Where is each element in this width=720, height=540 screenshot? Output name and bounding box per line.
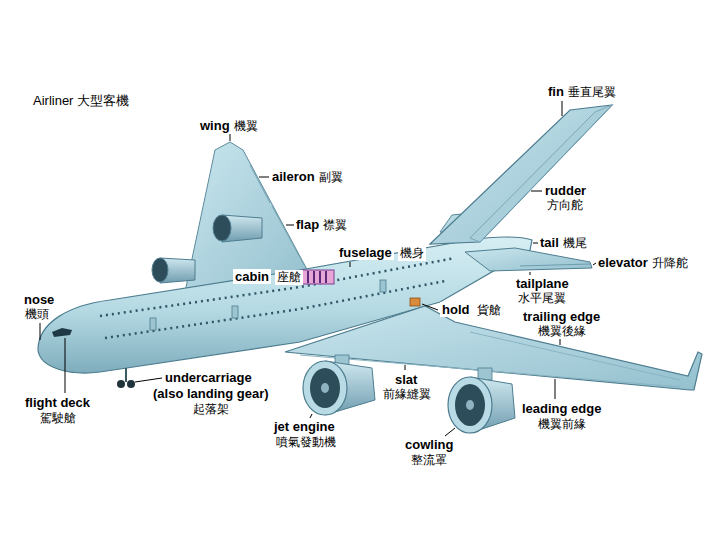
part-name: hold [440,302,471,317]
part-name-chinese: 駕駛艙 [40,411,76,426]
part-name: nose [24,292,54,307]
part-name-chinese: 機身 [398,246,426,261]
leader-line [593,263,596,265]
diagram-title: Airliner 大型客機 [33,93,129,108]
leader-line [259,177,269,178]
part-name-chinese: 方向舵 [547,198,583,213]
cabin-cutaway [302,270,334,284]
elevator-line [520,264,590,266]
hold-cutaway [410,298,420,306]
rudder-surface [470,105,612,242]
leader-line [350,262,351,267]
flap-line [470,332,680,380]
part-name-chinese: 水平尾翼 [518,291,566,306]
door [150,318,156,330]
gear-wheel [117,380,125,388]
leader-line [531,191,542,192]
fin [430,105,612,244]
part-name: flight deck [25,395,90,410]
part-name-chinese: 前緣縫翼 [383,387,431,402]
part-name: trailing edge [523,309,600,324]
part-name: (also landing gear) [153,386,269,401]
part-name: flap [296,217,319,232]
seat-row [307,271,309,283]
seat-row [313,271,315,283]
part-name: cabin [233,269,271,284]
door [232,306,238,318]
part-name: jet engine [274,419,335,434]
door [380,280,386,292]
seat-row [319,271,321,283]
part-name-chinese: 機頭 [25,307,49,322]
far-flap-line [272,206,304,265]
part-name-chinese: 起落架 [193,402,229,417]
leader-line [533,243,538,244]
tailplane [465,248,592,271]
outer-spinner [466,400,474,410]
far-inner-intake [152,258,168,282]
gear-wheel [127,380,135,388]
flight-deck-windows [52,328,72,337]
leader-line [310,414,312,418]
part-name-chinese: 機翼後緣 [538,324,586,339]
outer-cowling [448,377,492,433]
gear-strut [125,368,127,382]
part-name: cowling [405,437,453,452]
part-name: rudder [545,183,586,198]
part-name-chinese: 垂直尾翼 [568,85,616,100]
part-name-chinese: 機尾 [563,236,587,251]
leader-line [286,225,294,226]
part-name: undercarriage [165,370,252,385]
part-name-chinese: 襟翼 [323,218,347,233]
leader-line [405,365,406,370]
part-name: tail [540,235,559,250]
outer-intake [455,384,485,426]
leader-line [65,338,66,393]
part-name-chinese: 機翼 [234,119,258,134]
inner-intake [310,368,340,408]
part-name: fuselage [337,245,394,260]
part-name-chinese: 噴氣發動機 [276,435,336,450]
leader-line [135,378,162,382]
leader-line [560,339,561,345]
far-wing [185,142,310,292]
part-name: fin [548,84,564,99]
far-outer-intake [213,215,231,241]
leader-line [445,428,455,436]
part-name-chinese: 貨艙 [475,303,503,318]
part-name: leading edge [522,401,601,416]
part-name: tailplane [516,276,569,291]
upper-deck-windows [100,258,455,316]
part-name-chinese: 座艙 [275,270,303,285]
leader-line [40,323,41,340]
part-name-chinese: 副翼 [319,170,343,185]
leader-line [530,272,531,275]
far-aileron-line [250,165,270,203]
seat-row [325,271,327,283]
leader-line [230,134,231,141]
leader-line [422,304,438,310]
part-name-chinese: 升降舵 [652,256,688,271]
part-name-chinese: 機翼前緣 [538,417,586,432]
inner-spinner [321,383,329,393]
leader-line [555,379,556,399]
leader-line [562,101,563,116]
part-name: slat [395,372,417,387]
part-name: aileron [272,169,315,184]
part-name: elevator [598,255,648,270]
part-name-chinese: 整流罩 [411,453,447,468]
inner-cowling [303,361,347,415]
part-name: wing [200,118,230,133]
